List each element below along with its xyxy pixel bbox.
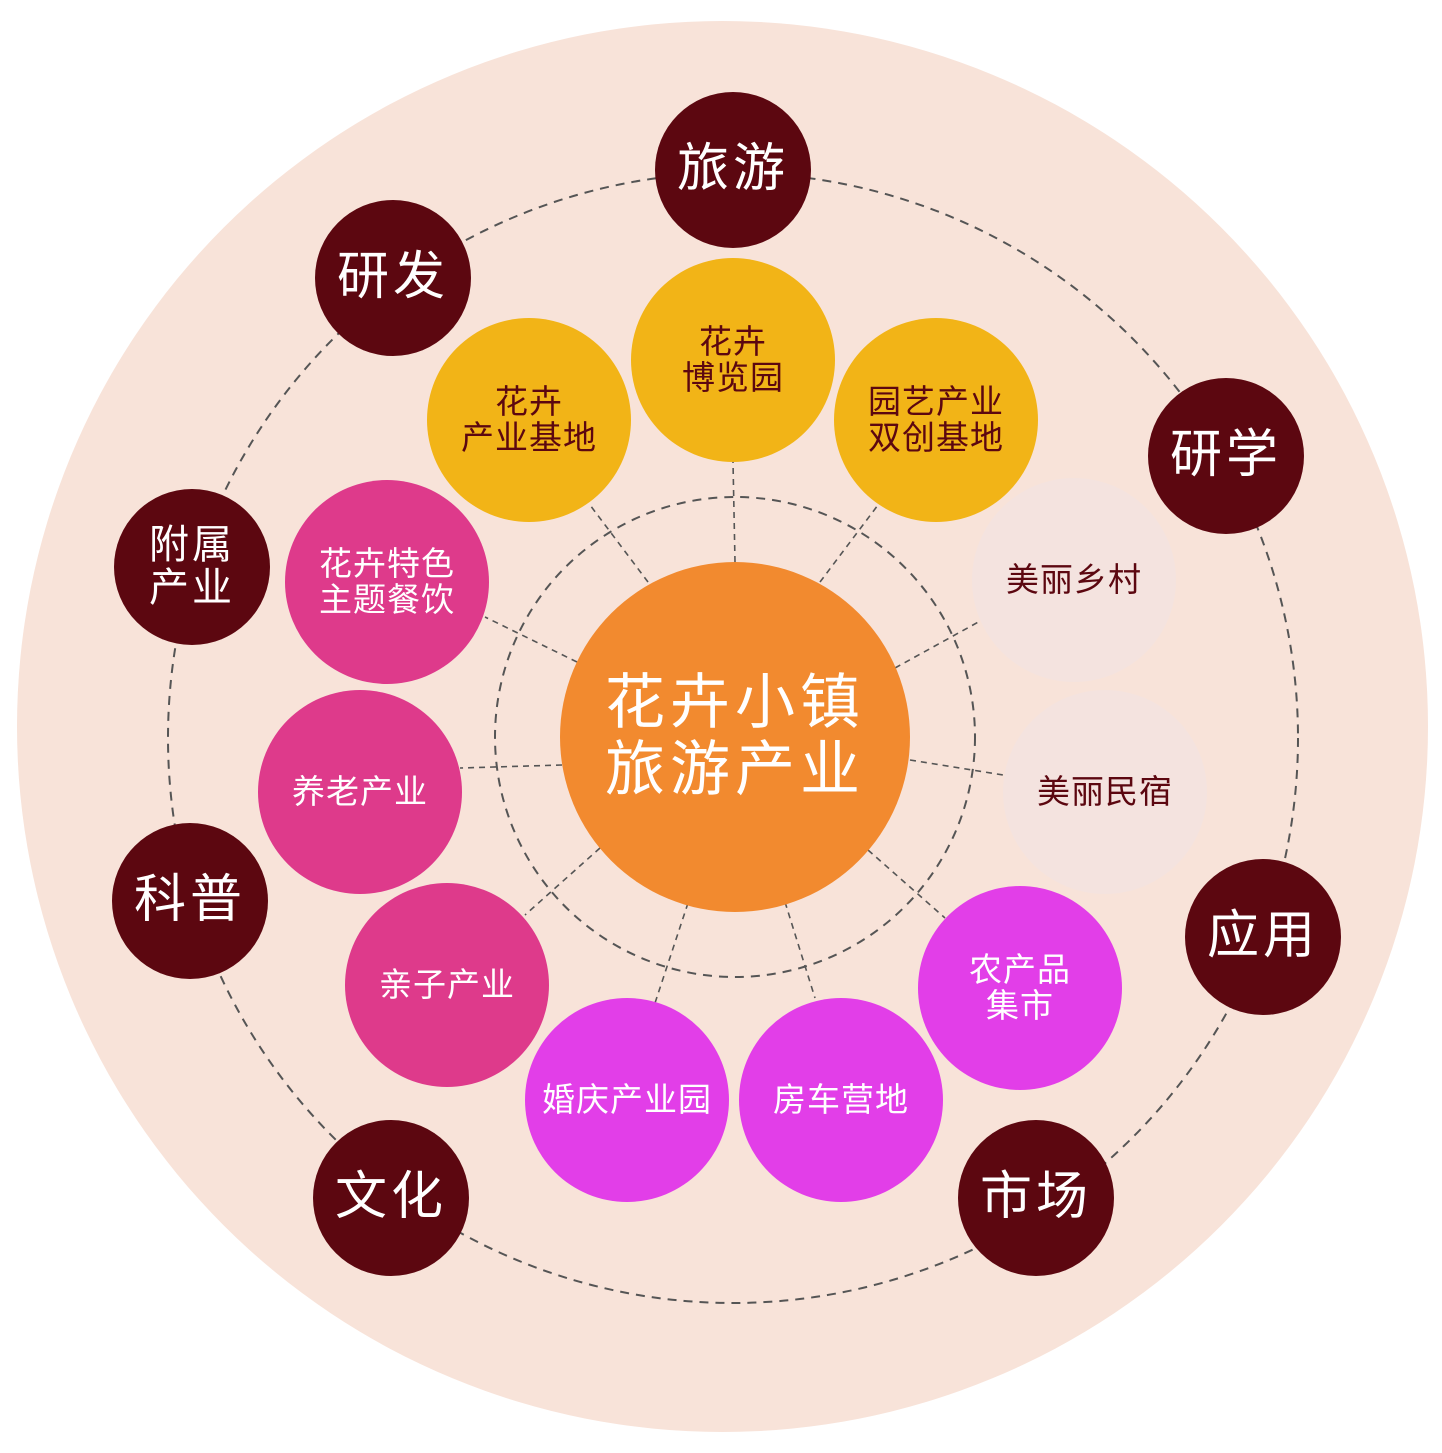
- spoke-rv-camp: [784, 901, 816, 999]
- inner-node-label: 养老产业: [292, 772, 428, 812]
- spoke-farm-market: [867, 849, 946, 919]
- inner-node-industry-base: 花卉 产业基地: [427, 318, 631, 522]
- inner-ring: [494, 496, 976, 978]
- inner-node-family: 亲子产业: [345, 883, 549, 1087]
- inner-node-label: 房车营地: [773, 1080, 909, 1120]
- outer-node-science: 科普: [112, 823, 268, 979]
- spoke-gardening-base: [819, 504, 879, 583]
- outer-node-label: 附属 产业: [149, 521, 235, 611]
- center-node-label: 花卉小镇 旅游产业: [605, 667, 865, 805]
- center-node: 花卉小镇 旅游产业: [560, 562, 910, 912]
- outer-node-application: 应用: [1185, 859, 1341, 1015]
- inner-node-theme-dining: 花卉特色 主题餐饮: [285, 480, 489, 684]
- inner-node-label: 花卉特色 主题餐饮: [319, 544, 455, 619]
- inner-node-label: 美丽民宿: [1037, 772, 1173, 812]
- inner-node-wedding-park: 婚庆产业园: [525, 998, 729, 1202]
- inner-node-label: 亲子产业: [379, 965, 515, 1005]
- spoke-beautiful-village: [894, 619, 983, 669]
- outer-node-rnd: 研发: [315, 200, 471, 356]
- outer-node-label: 科普: [133, 870, 246, 931]
- inner-node-elderly: 养老产业: [258, 690, 462, 894]
- spoke-wedding-park: [654, 902, 689, 1004]
- outer-node-label: 市场: [979, 1167, 1092, 1228]
- outer-node-label: 应用: [1206, 906, 1319, 967]
- inner-node-label: 婚庆产业园: [542, 1080, 712, 1120]
- outer-node-tourism: 旅游: [655, 92, 811, 248]
- outer-node-affiliated: 附属 产业: [114, 489, 270, 645]
- outer-node-label: 旅游: [676, 139, 789, 200]
- inner-node-expo-park: 花卉 博览园: [631, 258, 835, 462]
- inner-node-label: 园艺产业 双创基地: [868, 382, 1004, 457]
- inner-node-gardening-base: 园艺产业 双创基地: [834, 318, 1038, 522]
- outer-node-label: 研学: [1169, 425, 1282, 486]
- spoke-family: [524, 847, 601, 916]
- inner-node-farm-market: 农产品 集市: [918, 886, 1122, 1090]
- spoke-elderly: [459, 764, 563, 769]
- inner-node-label: 花卉 博览园: [682, 322, 784, 397]
- spoke-theme-dining: [484, 616, 578, 663]
- spoke-industry-base: [589, 504, 649, 583]
- spoke-homestay: [909, 759, 1004, 776]
- inner-node-label: 花卉 产业基地: [461, 382, 597, 457]
- inner-node-beautiful-village: 美丽乡村: [972, 478, 1176, 682]
- spoke-expo-park: [732, 461, 736, 563]
- outer-node-study-tour: 研学: [1148, 378, 1304, 534]
- outer-node-market: 市场: [958, 1120, 1114, 1276]
- outer-node-label: 文化: [334, 1167, 447, 1228]
- outer-node-culture: 文化: [313, 1120, 469, 1276]
- inner-node-homestay: 美丽民宿: [1003, 690, 1207, 894]
- inner-node-label: 美丽乡村: [1006, 560, 1142, 600]
- spokes: [459, 461, 1004, 1004]
- inner-node-rv-camp: 房车营地: [739, 998, 943, 1202]
- outer-node-label: 研发: [336, 247, 449, 308]
- inner-node-label: 农产品 集市: [969, 950, 1071, 1025]
